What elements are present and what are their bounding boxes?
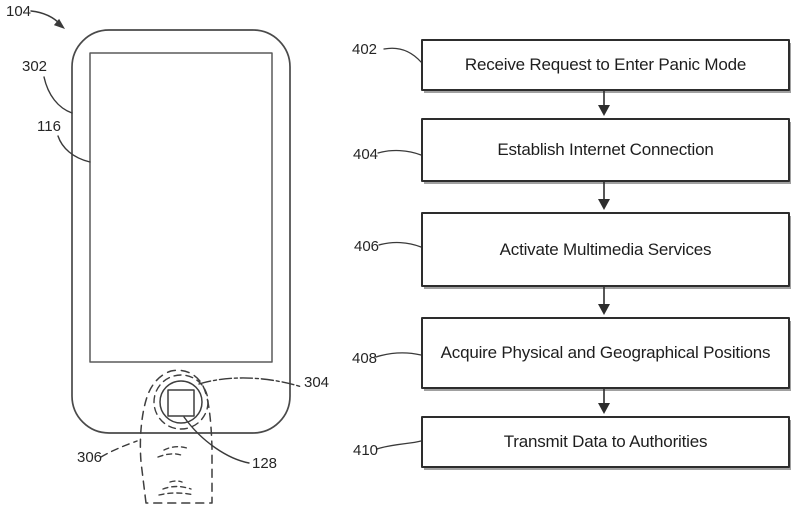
leader-302: [43, 76, 73, 114]
flow-step-label: Receive Request to Enter Panic Mode: [464, 55, 747, 74]
flow-step-transmit-data: Transmit Data to Authorities: [421, 416, 790, 468]
ref-label-step-408: 408: [352, 350, 378, 367]
ref-label-step-410: 410: [353, 442, 379, 459]
flow-arrow-2-head: [598, 199, 610, 210]
flow-step-label: Acquire Physical and Geographical Positi…: [440, 343, 771, 362]
leader-116: [57, 135, 91, 163]
flow-step-label: Activate Multimedia Services: [499, 239, 712, 259]
fingerprint-sensor-square: [167, 389, 195, 417]
ref-label-housing-edge: 302: [22, 58, 48, 75]
leader-304-dash-dot: [198, 377, 303, 388]
phone-body-outline: [71, 29, 291, 434]
flow-arrow-3-head: [598, 304, 610, 315]
ref-label-phone: 104: [6, 3, 32, 20]
phone-drawing: [30, 10, 303, 504]
flowchart-leader-lines: [375, 47, 422, 450]
finger-crease-marks: [157, 446, 195, 496]
leader-306-dashed: [100, 440, 138, 458]
flow-step-activate-multimedia: Activate Multimedia Services: [421, 212, 790, 287]
phone-leader-lines: [30, 10, 303, 464]
flow-step-establish-internet: Establish Internet Connection: [421, 118, 790, 182]
ref-label-display: 116: [37, 118, 61, 135]
ref-label-step-402: 402: [352, 41, 378, 58]
ref-label-step-406: 406: [354, 238, 380, 255]
ref-label-step-404: 404: [353, 146, 379, 163]
phone-screen-outline: [89, 52, 273, 363]
ref-label-sensor-ring: 304: [304, 374, 330, 391]
flowchart-connectors: [598, 88, 610, 414]
leader-104-arrowhead: [53, 18, 65, 29]
ref-label-finger: 306: [77, 449, 103, 466]
home-button-circle: [159, 380, 203, 424]
flow-step-label: Establish Internet Connection: [497, 140, 714, 159]
flow-step-acquire-positions: Acquire Physical and Geographical Positi…: [421, 317, 790, 389]
leader-410: [376, 440, 422, 450]
leader-404: [377, 149, 422, 156]
ref-label-sensor: 128: [252, 455, 278, 472]
flow-step-label: Transmit Data to Authorities: [503, 432, 708, 451]
leader-402: [383, 47, 422, 63]
flow-arrow-4-head: [598, 403, 610, 414]
leader-408: [375, 352, 422, 358]
finger-outline: [139, 369, 213, 504]
leader-128: [183, 416, 250, 464]
flow-step-receive-panic-request: Receive Request to Enter Panic Mode: [421, 39, 790, 91]
flow-arrow-1-head: [598, 105, 610, 116]
leader-406: [378, 241, 422, 248]
